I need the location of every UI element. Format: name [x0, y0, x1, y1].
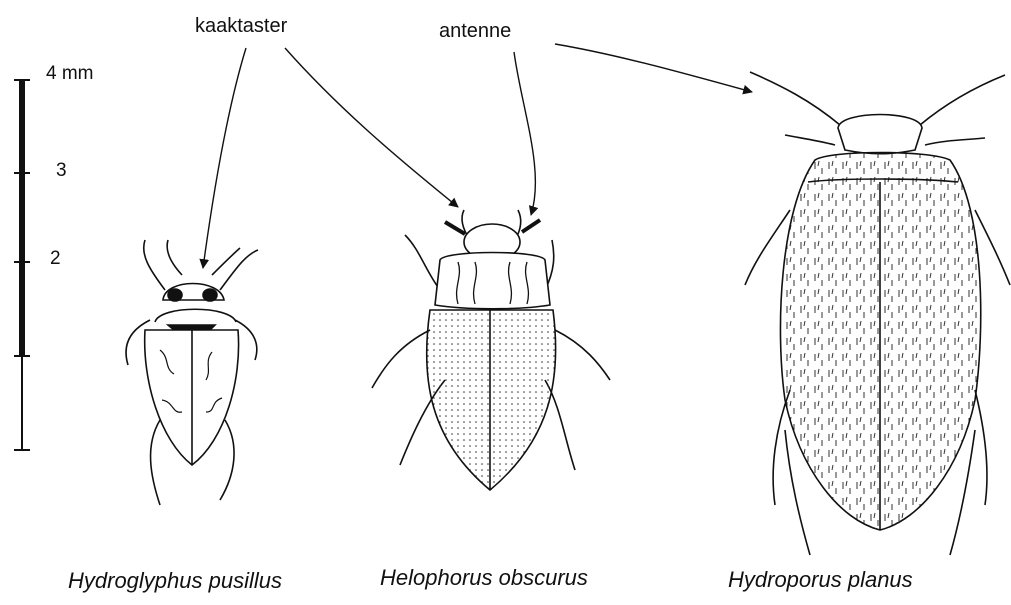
arrow-antenna-to-hydroporus	[555, 44, 752, 92]
arrow-antenna-to-helophorus	[514, 52, 535, 215]
beetle-hydroporus	[745, 72, 1010, 555]
species-name-hydroglyphus: Hydroglyphus pusillus	[68, 568, 282, 594]
scale-tick-4mm: 4 mm	[46, 63, 94, 85]
arrow-palp-to-hydroglyphus	[203, 48, 246, 268]
arrow-palp-to-helophorus	[285, 48, 458, 207]
label-antenna: antenne	[439, 20, 511, 43]
label-palp: kaaktaster	[195, 15, 287, 38]
beetle-helophorus	[372, 210, 610, 490]
species-name-helophorus: Helophorus obscurus	[380, 565, 588, 591]
scale-tick-2: 2	[50, 248, 61, 270]
scale-bar	[14, 80, 30, 450]
beetle-hydroglyphus	[126, 240, 258, 505]
species-name-hydroporus: Hydroporus planus	[728, 567, 913, 593]
scale-tick-3: 3	[56, 160, 67, 182]
